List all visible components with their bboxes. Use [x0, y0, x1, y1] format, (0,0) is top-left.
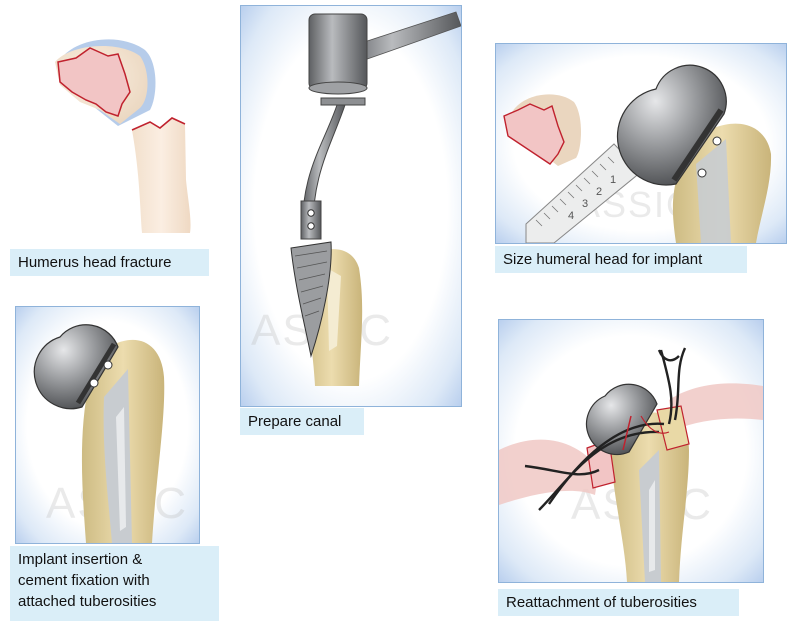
panel-implant-insertion: ASSIC: [15, 306, 200, 544]
humerus-shaft: [131, 117, 191, 233]
caption-prepare-canal: Prepare canal: [240, 408, 364, 435]
caption-fracture: Humerus head fracture: [10, 249, 209, 276]
panel-size-head: ASSIC 4 3 2 1: [495, 43, 787, 244]
caption-implant-insertion: Implant insertion & cement fixation with…: [10, 546, 219, 621]
implant-insertion-illustration: [33, 324, 165, 543]
caption-size-head: Size humeral head for implant: [495, 246, 747, 273]
suture-icon: [524, 347, 687, 511]
caption-implant-line-2: cement fixation with: [18, 572, 150, 589]
ruler-tick-4: 4: [568, 210, 574, 222]
ruler-tick-2: 2: [596, 186, 602, 198]
mallet-icon: [308, 11, 461, 95]
caption-implant-line-3: attached tuberosities: [18, 593, 157, 610]
panel-reattachment: ASSIC: [498, 319, 764, 583]
reattachment-illustration: [499, 347, 763, 582]
ruler-icon: [525, 143, 642, 243]
ruler-tick-1: 1: [610, 174, 616, 186]
panel-prepare-canal: ASSIC: [240, 5, 462, 407]
prepare-canal-illustration: [290, 11, 461, 386]
caption-reattachment: Reattachment of tuberosities: [498, 589, 739, 616]
humeral-head-fragment: [55, 39, 156, 126]
ruler-tick-3: 3: [582, 198, 588, 210]
size-head-illustration: 4 3 2 1: [503, 64, 772, 243]
caption-implant-line-1: Implant insertion &: [18, 551, 143, 568]
